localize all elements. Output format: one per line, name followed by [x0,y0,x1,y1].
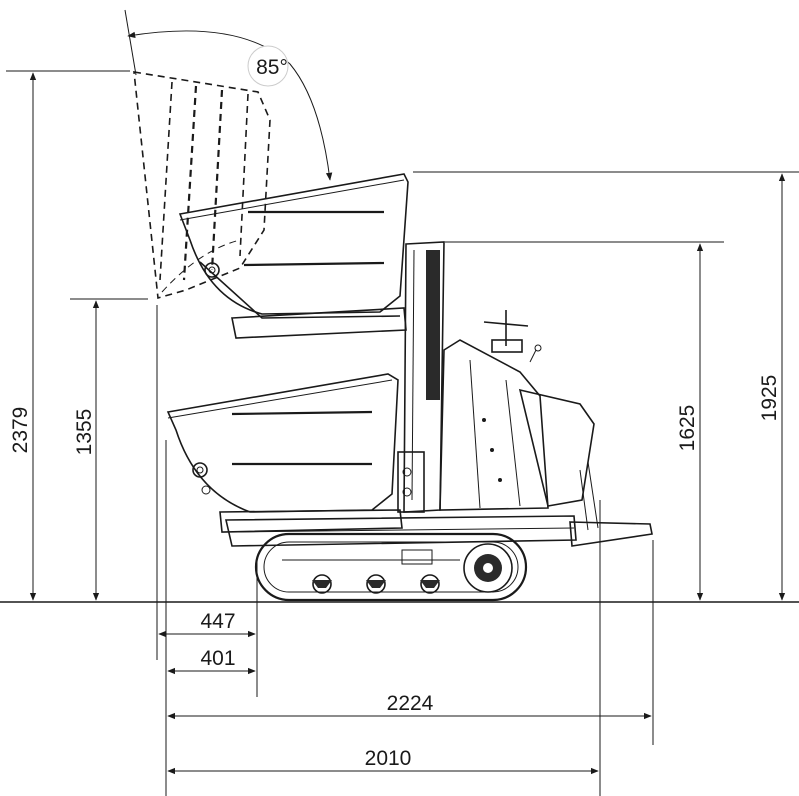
lower-bucket [166,373,403,533]
dimension-2010-label: 2010 [365,747,412,770]
tip-angle-label: 85° [256,56,288,79]
dimension-1625-label: 1625 [676,405,699,452]
engine-housing [439,339,595,511]
dimension-2379: 2379 [6,70,130,601]
rear-step [569,461,653,547]
tipped-bucket-outline [133,71,271,300]
dimension-1925: 1925 [413,171,799,601]
dimension-401: 401 [167,647,256,675]
dimension-401-label: 401 [200,647,235,670]
dimension-1355-label: 1355 [73,409,96,456]
dimension-1925-label: 1925 [758,375,781,422]
lift-mast [397,241,445,513]
dimension-2224: 2224 [167,692,652,720]
dimension-2224-label: 2224 [387,692,434,715]
raised-bucket [178,173,409,339]
dimension-1355: 1355 [70,298,148,601]
dimension-2010: 2010 [167,747,599,775]
dimension-2379-label: 2379 [9,407,32,454]
control-handle [483,310,542,363]
chassis-frame [224,515,577,547]
dimension-1625: 1625 [445,241,724,601]
tip-angle-indicator: 85° [124,9,333,181]
dimension-447-label: 447 [200,610,235,633]
dimension-447: 447 [158,610,256,638]
crawler-track [254,532,528,602]
